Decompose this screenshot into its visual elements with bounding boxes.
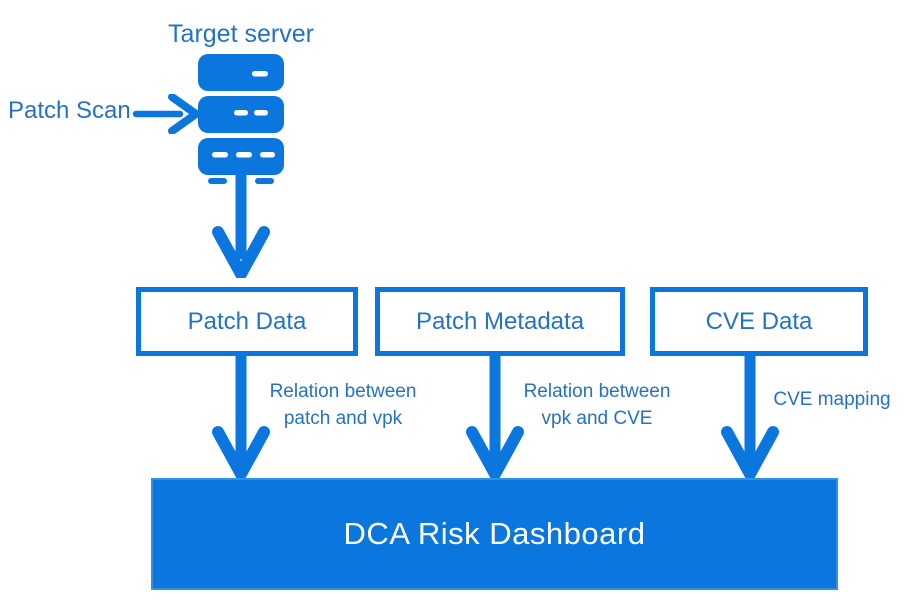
patch-data-label: Patch Data — [187, 307, 307, 335]
patch-scan-arrow-icon — [132, 94, 200, 134]
edge-label-line: Relation between — [269, 381, 417, 402]
edge-label-line: CVE mapping — [773, 389, 891, 410]
target-server-label: Target server — [168, 20, 314, 48]
edge-label-patch-and-vpk: Relation between patch and vpk — [248, 378, 438, 432]
dca-risk-dashboard-label: DCA Risk Dashboard — [343, 516, 646, 551]
dca-risk-dashboard-box: DCA Risk Dashboard — [151, 478, 838, 590]
edge-label-line: patch and vpk — [283, 408, 403, 429]
cve-data-box: CVE Data — [650, 287, 868, 356]
patch-data-to-dashboard-arrow-icon — [212, 356, 270, 480]
patch-scan-label: Patch Scan — [8, 97, 131, 124]
cve-data-label: CVE Data — [705, 307, 813, 335]
cve-data-to-dashboard-arrow-icon — [721, 356, 779, 480]
edge-label-cve-mapping: CVE mapping — [762, 386, 902, 413]
patch-metadata-label: Patch Metadata — [415, 307, 585, 335]
patch-metadata-box: Patch Metadata — [375, 287, 625, 356]
patch-metadata-to-dashboard-arrow-icon — [466, 356, 524, 480]
patch-data-box: Patch Data — [136, 287, 358, 356]
server-icon — [198, 54, 284, 184]
edge-label-vpk-and-cve: Relation between vpk and CVE — [502, 378, 692, 432]
edge-label-line: vpk and CVE — [541, 408, 653, 429]
server-to-patch-data-arrow-icon — [212, 174, 270, 278]
edge-label-line: Relation between — [523, 381, 671, 402]
